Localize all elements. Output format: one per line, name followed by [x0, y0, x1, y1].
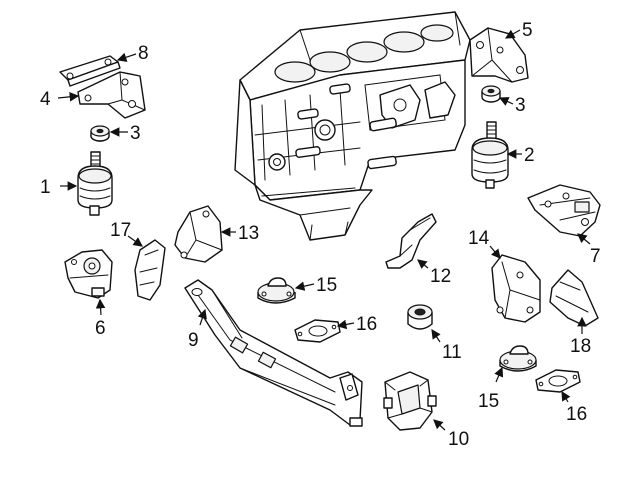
callout-2: 2 — [524, 145, 535, 166]
part-4-bracket — [77, 71, 146, 119]
part-8-bracket — [59, 55, 121, 87]
callout-6: 6 — [95, 318, 106, 339]
callout-10: 10 — [448, 429, 469, 450]
callout-13: 13 — [238, 223, 259, 244]
callout-18: 18 — [570, 336, 591, 357]
callout-16-upper: 16 — [356, 314, 377, 335]
callout-4: 4 — [40, 89, 51, 110]
callout-12: 12 — [430, 266, 451, 287]
part-6-mount-bracket — [64, 249, 113, 299]
callout-9: 9 — [188, 330, 199, 351]
part-9-crossmember — [184, 279, 363, 427]
callout-17: 17 — [110, 220, 131, 241]
part-5-bracket — [469, 27, 529, 83]
engine-block — [234, 11, 471, 241]
callout-labels: 1 2 3 3 4 5 6 7 8 9 10 11 12 13 14 15 15… — [40, 20, 601, 450]
part-17-bracket — [134, 239, 166, 301]
part-18-bracket — [549, 269, 599, 327]
callout-8: 8 — [138, 43, 149, 64]
callout-7: 7 — [590, 246, 601, 267]
callout-15-lower: 15 — [478, 391, 499, 412]
part-16-gasket-lower — [535, 369, 581, 393]
callout-3-right: 3 — [515, 95, 526, 116]
part-16-gasket-upper — [294, 319, 341, 343]
part-7-bracket — [527, 184, 601, 237]
part-15-mount-upper — [257, 277, 296, 304]
part-12-bracket — [385, 213, 437, 269]
part-2-engine-mount — [471, 121, 509, 189]
callout-5: 5 — [522, 20, 533, 41]
part-3-washer-right — [481, 85, 501, 103]
callout-16-lower: 16 — [566, 404, 587, 425]
callout-3-left: 3 — [130, 123, 141, 144]
part-13-bracket — [174, 205, 223, 263]
part-15-mount-lower — [499, 345, 537, 372]
part-3-washer-left — [90, 125, 110, 142]
leader-lines — [57, 29, 591, 431]
part-10-transmission-mount — [383, 371, 437, 431]
callout-14: 14 — [468, 228, 490, 249]
callout-1: 1 — [40, 177, 51, 198]
part-14-bracket — [491, 254, 541, 323]
part-11-bushing — [407, 304, 433, 330]
callout-15-upper: 15 — [316, 275, 337, 296]
callout-11: 11 — [442, 342, 462, 363]
part-1-engine-mount — [77, 151, 113, 216]
